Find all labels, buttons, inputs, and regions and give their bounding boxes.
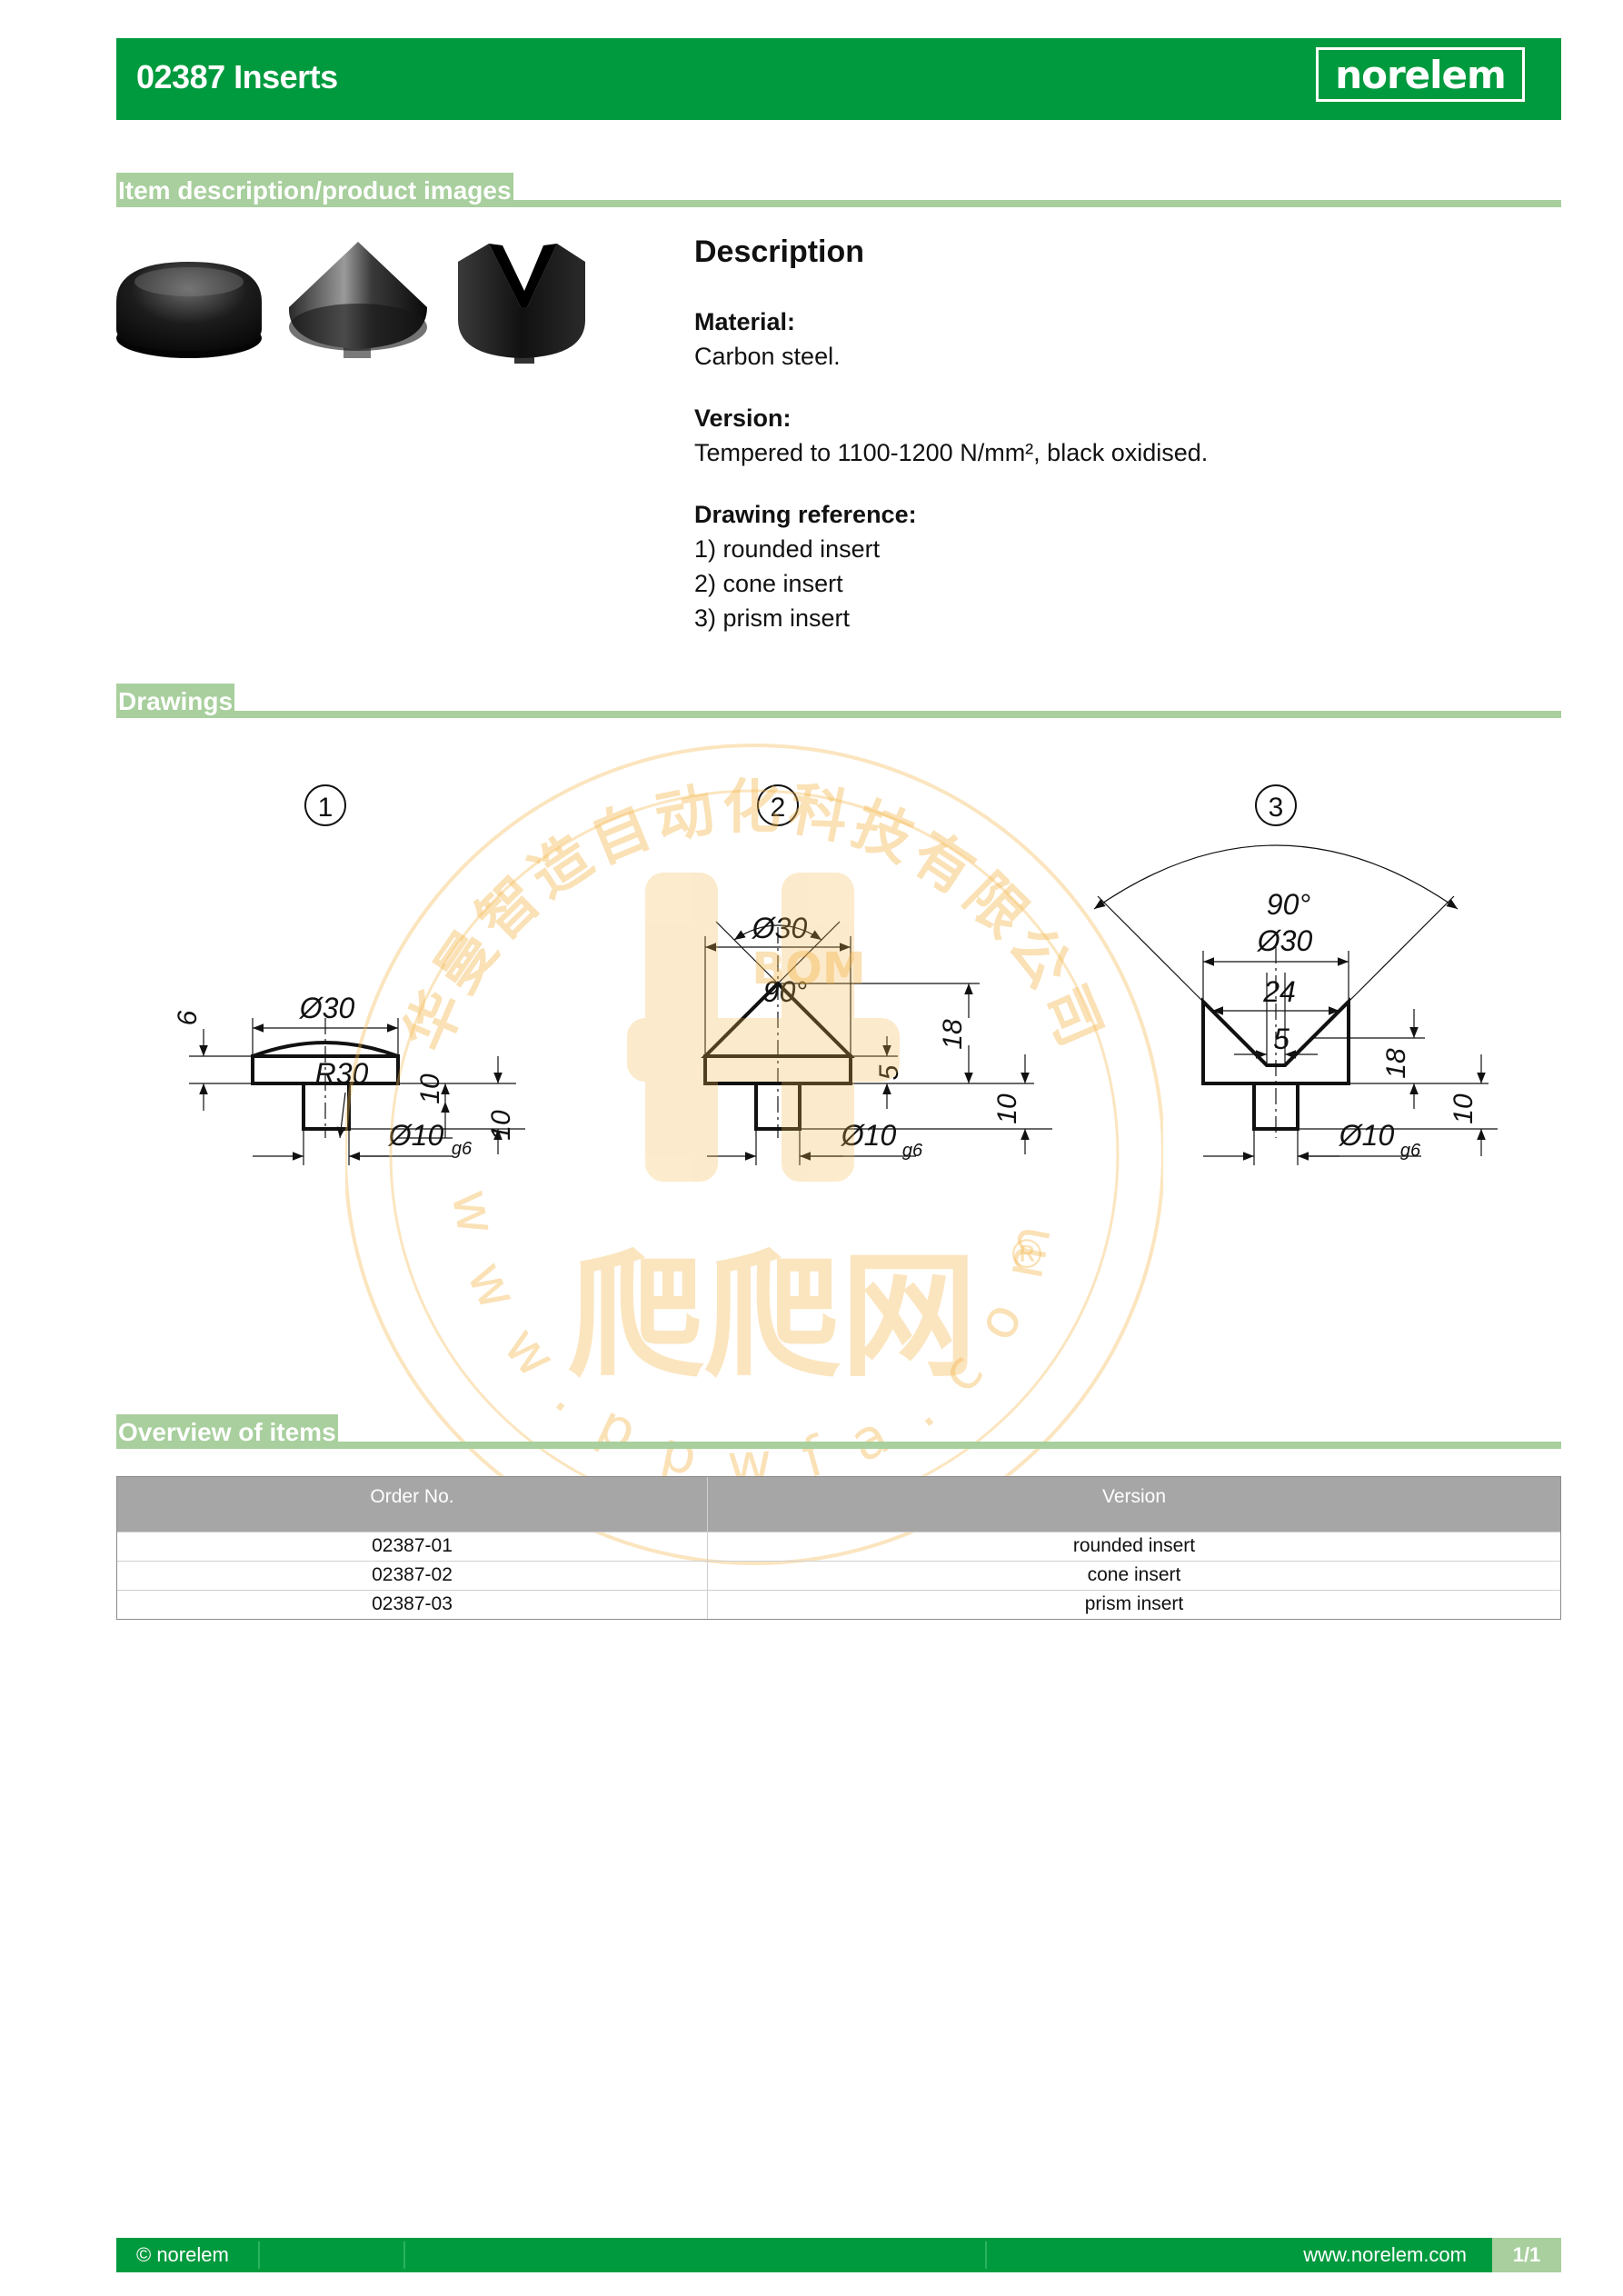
drawing-number: 2 [771, 793, 786, 823]
dim-width: 24 [1262, 975, 1296, 1008]
dim-radius: R30 [315, 1057, 369, 1090]
column-header-version: Version [1101, 1486, 1167, 1507]
prism-insert-photo [458, 244, 585, 364]
table-row: 02387-03 prism insert [117, 1590, 1560, 1619]
section-product-images: Item description/product images [116, 164, 1561, 207]
dim-diameter: Ø30 [299, 992, 355, 1024]
page-number: 1/1 [1492, 2238, 1561, 2272]
section-label: Item description/product images [116, 173, 513, 207]
cone-insert-photo [288, 242, 427, 358]
footer-divider [403, 2241, 405, 2269]
dim-shaft-diameter: Ø10 [1339, 1119, 1395, 1152]
norelem-logo: norelem [1316, 47, 1525, 102]
column-header-order-no: Order No. [117, 1477, 708, 1532]
section-drawings: Drawings [116, 674, 1561, 718]
dim-tolerance: g6 [1400, 1141, 1421, 1161]
drawing-number: 1 [318, 793, 334, 823]
dim-height: 10 [992, 1093, 1022, 1124]
dim-shaft-diameter: Ø10 [841, 1119, 897, 1152]
table-row: 02387-02 cone insert [117, 1561, 1560, 1590]
drawing-reference-item: 3) prism insert [694, 604, 851, 632]
dim-height: 18 [938, 1019, 968, 1050]
table-row: 02387-01 rounded insert [117, 1532, 1560, 1561]
rounded-insert-photo [116, 262, 262, 358]
drawing-rounded-insert: 1 Ø30 R30 6 10 10 Ø10 g6 [173, 784, 525, 1165]
description-title: Description [694, 235, 865, 269]
drawing-prism-insert: 3 90° Ø30 24 5 18 10 Ø10 g6 [1093, 784, 1498, 1165]
header-bar: 02387 Inserts norelem [116, 38, 1561, 120]
dim-height: 5 [874, 1064, 904, 1080]
drawing-reference-label: Drawing reference: [694, 501, 917, 528]
dim-height: 10 [486, 1110, 516, 1141]
footer-divider [258, 2241, 260, 2269]
version-cell: cone insert [1087, 1564, 1181, 1585]
footer-copyright: © norelem [136, 2243, 229, 2266]
dim-height: 10 [415, 1073, 445, 1104]
material-value: Carbon steel. [694, 343, 841, 370]
section-label: Overview of items [116, 1414, 338, 1449]
footer-bar: © norelem www.norelem.com 1/1 [116, 2238, 1561, 2272]
items-table: Order No. Version 02387-01 rounded inser… [116, 1476, 1561, 1620]
logo-text: norelem [1335, 52, 1507, 97]
footer-divider [985, 2241, 987, 2269]
technical-drawings: 1 Ø30 R30 6 10 10 Ø10 g6 [173, 784, 1498, 1165]
dim-tolerance: g6 [452, 1139, 473, 1159]
dim-height: 6 [173, 1010, 203, 1025]
dim-diameter: Ø30 [1257, 924, 1313, 957]
version-cell: prism insert [1084, 1593, 1184, 1614]
dim-shaft-diameter: Ø10 [388, 1119, 444, 1152]
table-header: Order No. Version [117, 1477, 1560, 1532]
product-images [116, 242, 585, 364]
order-number-cell: 02387-03 [117, 1591, 708, 1619]
dim-angle: 90° [763, 975, 808, 1008]
footer-website-link[interactable]: www.norelem.com [1303, 2243, 1467, 2266]
drawing-number: 3 [1269, 793, 1284, 823]
order-number-cell: 02387-02 [117, 1562, 708, 1590]
dim-angle: 90° [1267, 888, 1311, 921]
material-label: Material: [694, 308, 796, 335]
section-label: Drawings [116, 684, 235, 718]
order-number-cell: 02387-01 [117, 1532, 708, 1561]
section-rule [116, 200, 1561, 207]
dim-height: 10 [1449, 1093, 1479, 1124]
dim-width: 5 [1273, 1023, 1289, 1055]
section-rule [116, 1442, 1561, 1449]
description-block: Description Material: Carbon steel. Vers… [694, 235, 1548, 635]
dim-height: 18 [1381, 1048, 1411, 1079]
section-rule [116, 711, 1561, 718]
drawing-reference-item: 1) rounded insert [694, 535, 881, 563]
page-title: 02387 Inserts [136, 58, 338, 95]
drawing-cone-insert: 2 Ø30 90° 5 18 10 Ø10 g6 [701, 784, 1052, 1165]
version-value: Tempered to 1100-1200 N/mm², black oxidi… [694, 439, 1209, 466]
version-label: Version: [694, 404, 792, 432]
drawing-reference-item: 2) cone insert [694, 570, 843, 597]
dim-tolerance: g6 [902, 1141, 923, 1161]
version-cell: rounded insert [1072, 1535, 1196, 1556]
section-overview: Overview of items [116, 1405, 1561, 1449]
